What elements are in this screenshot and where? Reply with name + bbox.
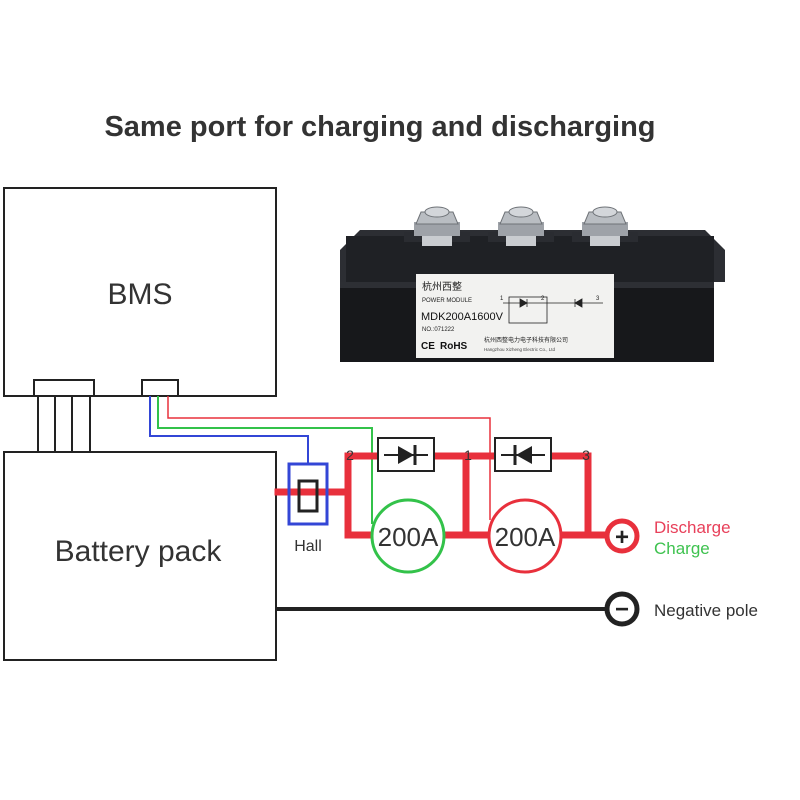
charge-label: Charge: [654, 539, 710, 558]
bms-label: BMS: [107, 278, 172, 311]
module-brand: 杭州西整: [422, 280, 462, 293]
discharge-wire-red: [167, 396, 491, 520]
fuse-circle-red: [487, 498, 563, 574]
bms-signal-connector: [141, 379, 179, 397]
module-pin-2: 2: [541, 296, 545, 302]
terminal-1-label: 1: [464, 447, 472, 463]
module-serial: NO.:071222: [422, 327, 455, 333]
module-rohs-mark: RoHS: [440, 341, 468, 352]
module-terminal-left: [414, 206, 460, 246]
hall-sensor-core: [297, 479, 319, 513]
module-subtitle: POWER MODULE: [422, 298, 472, 304]
negative-label: Negative pole: [654, 601, 758, 620]
terminal-3-label: 3: [582, 447, 590, 463]
module-maker-cn: 杭州西整电力电子科技有限公司: [484, 336, 568, 344]
terminal-2-label: 2: [346, 447, 354, 463]
hall-sensor-frame: [287, 462, 329, 526]
power-module-photo: 杭州西整 POWER MODULE MDK200A1600V NO.:07122…: [340, 206, 725, 362]
module-pin-3: 3: [596, 296, 600, 302]
page-title: Same port for charging and discharging: [104, 111, 655, 143]
module-model: MDK200A1600V: [421, 311, 504, 323]
hall-label: Hall: [294, 538, 322, 555]
negative-symbol: −: [615, 596, 629, 623]
balance-cable: [37, 395, 91, 453]
module-terminal-middle: [498, 206, 544, 246]
discharge-label: Discharge: [654, 518, 731, 537]
module-label: [416, 274, 614, 358]
fuse-left-label: 200A: [378, 522, 439, 552]
battery-pack-label: Battery pack: [55, 535, 223, 568]
module-pin-1: 1: [500, 296, 504, 302]
bms-box: [3, 187, 277, 397]
positive-terminal: [604, 518, 640, 554]
fuse-right-label: 200A: [495, 522, 556, 552]
charge-wire-green: [157, 396, 373, 524]
battery-pack-box: [3, 451, 277, 661]
module-schematic: [503, 296, 603, 324]
negative-terminal: [604, 591, 640, 627]
bms-main-connector: [33, 379, 95, 397]
fuse-circle-green: [370, 498, 446, 574]
diode-left: [377, 437, 435, 472]
module-terminal-right: [582, 206, 628, 246]
positive-symbol: +: [615, 524, 629, 551]
module-ce-mark: CE: [421, 341, 435, 352]
sense-wire-blue: [149, 396, 309, 464]
module-maker-en: Hangzhou Xizheng Electric Co., Ltd: [484, 347, 556, 352]
diode-right: [494, 437, 552, 472]
